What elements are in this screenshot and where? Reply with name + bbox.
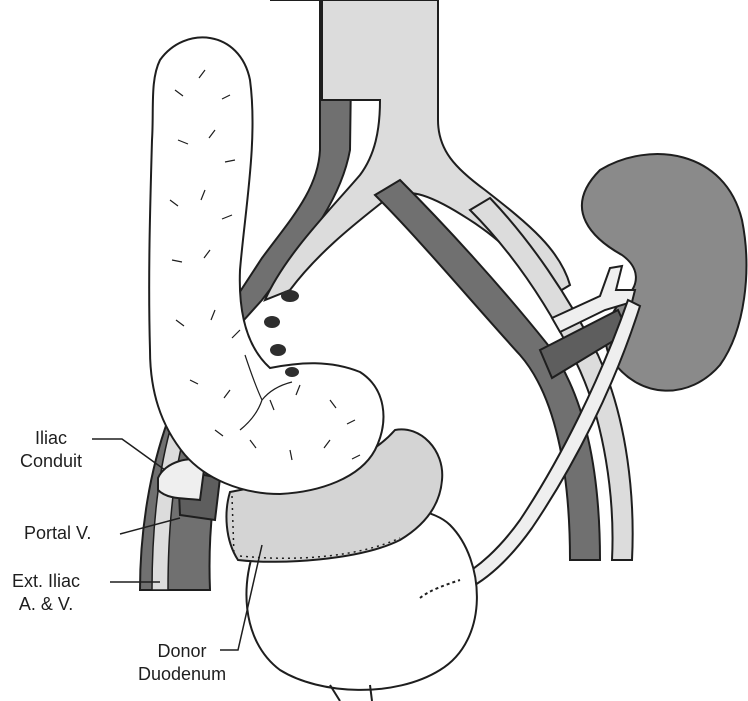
donor-duodenum-label: Donor Duodenum xyxy=(138,640,226,686)
portal-vein-label: Portal V. xyxy=(24,522,91,545)
ext-iliac-label-line2: A. & V. xyxy=(12,593,80,616)
iliac-conduit-label-line2: Conduit xyxy=(20,450,82,473)
donor-duodenum-label-line1: Donor xyxy=(138,640,226,663)
ext-iliac-label: Ext. Iliac A. & V. xyxy=(12,570,80,616)
iliac-conduit-label: Iliac Conduit xyxy=(20,427,82,473)
portal-vein-label-line1: Portal V. xyxy=(24,522,91,545)
ext-iliac-label-line1: Ext. Iliac xyxy=(12,570,80,593)
iliac-conduit-label-line1: Iliac xyxy=(20,427,82,450)
donor-duodenum-label-line2: Duodenum xyxy=(138,663,226,686)
